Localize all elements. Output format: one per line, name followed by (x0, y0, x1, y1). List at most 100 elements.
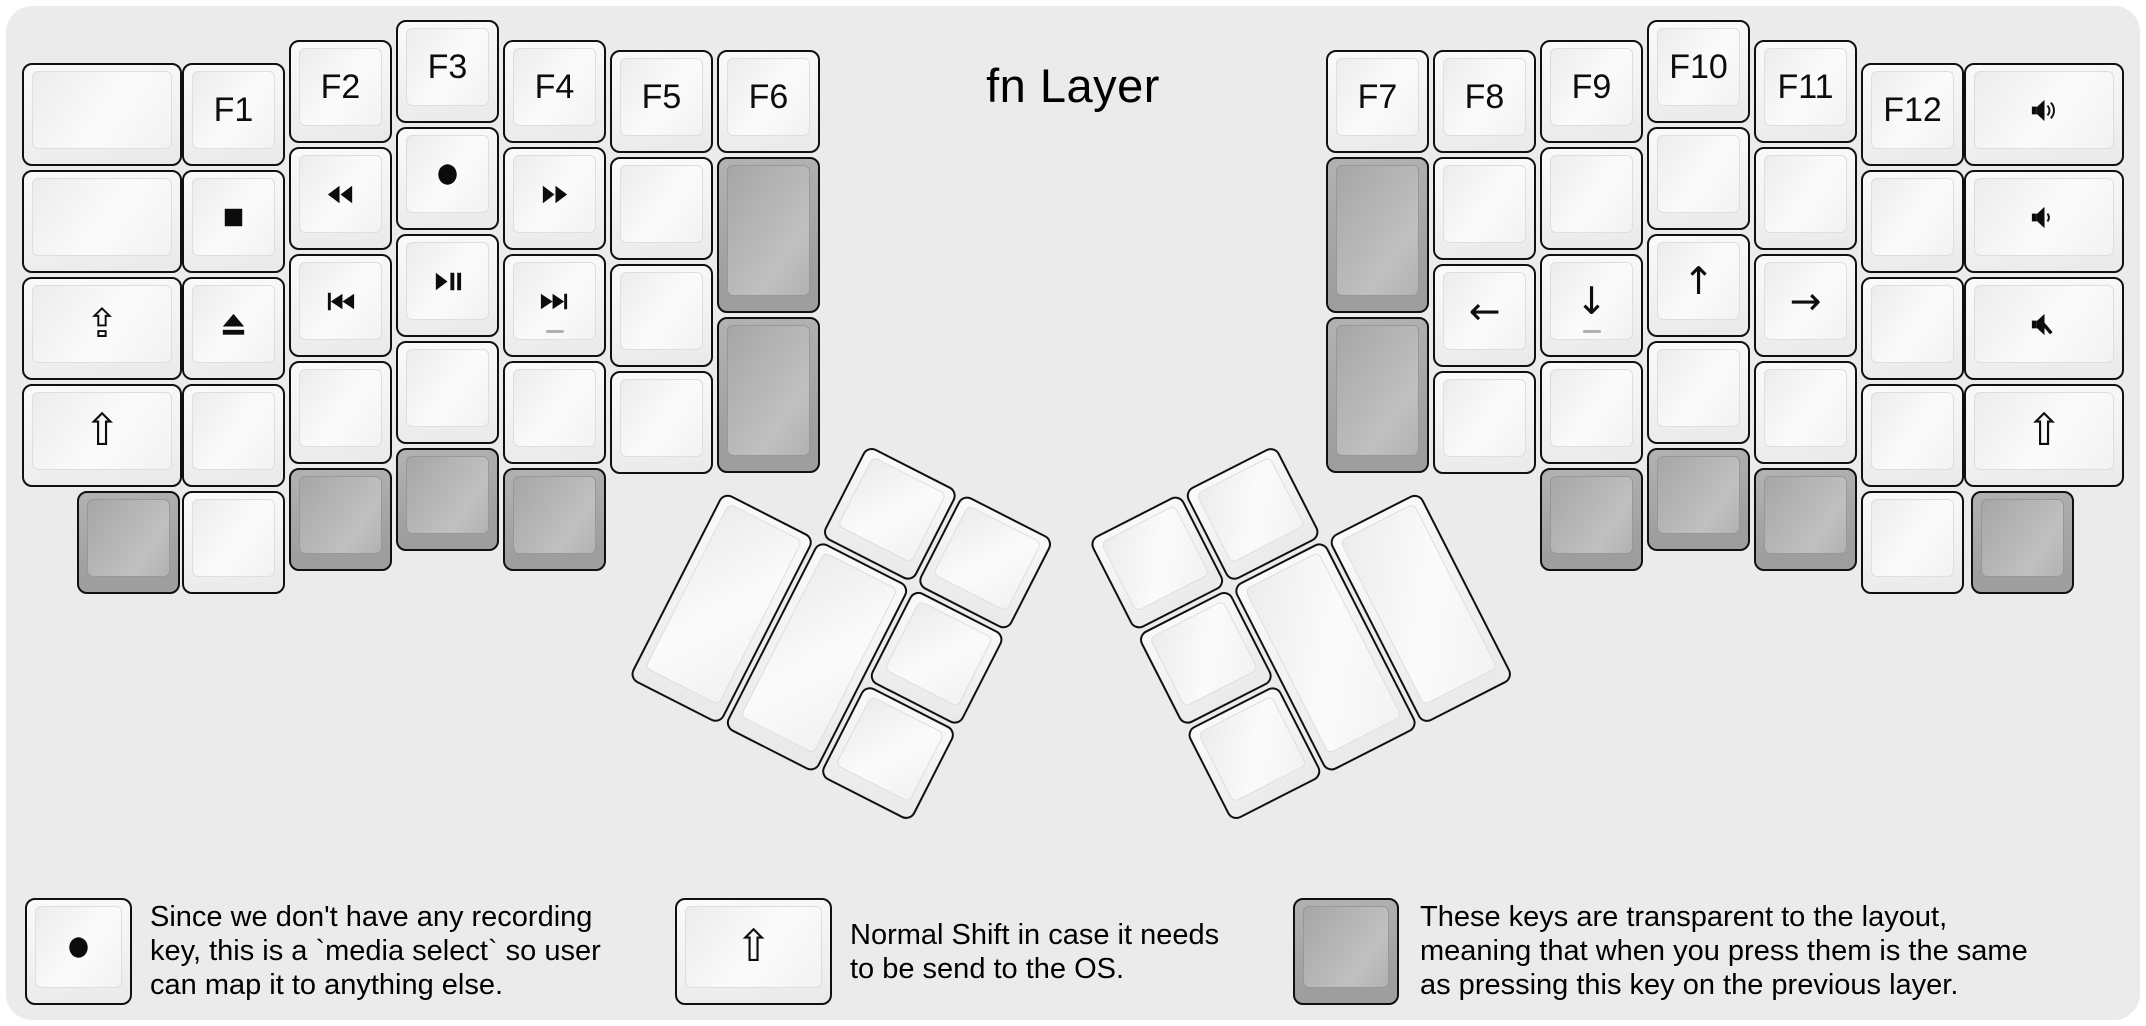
keycap-top: ⇧ (1974, 392, 2114, 470)
key-blank[interactable] (1861, 491, 1964, 594)
key-transparent[interactable] (1540, 468, 1643, 571)
key-blank[interactable] (1647, 341, 1750, 444)
keycap-top (1550, 476, 1633, 554)
keycap-top (1657, 349, 1740, 427)
key-f7[interactable]: F7 (1326, 50, 1429, 153)
key-volume-up[interactable] (1964, 63, 2124, 166)
key-transparent[interactable] (396, 448, 499, 551)
homing-bar (545, 330, 564, 333)
key-blank[interactable] (182, 384, 285, 487)
keycap-top (727, 165, 810, 296)
keycap-top: F4 (513, 48, 596, 126)
key-blank[interactable] (396, 341, 499, 444)
key-f9[interactable]: F9 (1540, 40, 1643, 143)
keycap-top: F11 (1764, 48, 1847, 126)
key-f2[interactable]: F2 (289, 40, 392, 143)
key-transparent[interactable] (1647, 448, 1750, 551)
key-arrow-right[interactable]: → (1754, 254, 1857, 357)
key-blank[interactable] (22, 170, 182, 273)
key-blank[interactable] (289, 361, 392, 464)
fast-forward-icon (542, 185, 568, 203)
keycap-top (32, 178, 172, 256)
key-transparent[interactable] (717, 157, 820, 313)
keycap-top (406, 242, 489, 320)
key-blank[interactable] (1540, 361, 1643, 464)
key-transparent[interactable] (717, 317, 820, 473)
keycap-top: ⇪ (32, 285, 172, 363)
keycap-top (1443, 165, 1526, 243)
key-blank[interactable] (1861, 170, 1964, 273)
key-glyph: → (1789, 279, 1822, 323)
keycap-top (1657, 135, 1740, 213)
key-blank[interactable] (1861, 277, 1964, 380)
key-f12[interactable]: F12 (1861, 63, 1964, 166)
key-transparent[interactable] (77, 491, 180, 594)
keycap-top (1657, 456, 1740, 534)
key-blank[interactable] (610, 371, 713, 474)
key-shift-right[interactable]: ⇧ (1964, 384, 2124, 487)
key-f8[interactable]: F8 (1433, 50, 1536, 153)
key-blank[interactable] (1861, 384, 1964, 487)
legend-record-text: Since we don't have any recording key, t… (150, 901, 601, 1001)
keycap-top: ⇧ (685, 906, 822, 988)
key-next-track[interactable] (503, 254, 606, 357)
key-transparent[interactable] (289, 468, 392, 571)
legend-shift-text: Normal Shift in case it needs to be send… (850, 919, 1220, 985)
key-blank[interactable] (610, 264, 713, 367)
keycap-top (727, 325, 810, 456)
key-transparent[interactable] (1754, 468, 1857, 571)
key-transparent[interactable] (1326, 157, 1429, 313)
keycap-top (406, 135, 489, 213)
key-f1[interactable]: F1 (182, 63, 285, 166)
key-shift-left[interactable]: ⇧ (22, 384, 182, 487)
key-blank[interactable] (182, 491, 285, 594)
key-blank[interactable] (1433, 371, 1536, 474)
prev-track-icon (327, 292, 355, 310)
key-blank[interactable] (503, 361, 606, 464)
key-arrow-up[interactable]: ↑ (1647, 234, 1750, 337)
keycap-top (192, 499, 275, 577)
key-f4[interactable]: F4 (503, 40, 606, 143)
play-pause-icon (435, 272, 462, 290)
key-prev-track[interactable] (289, 254, 392, 357)
key-blank[interactable] (1754, 147, 1857, 250)
keycap-top (299, 369, 382, 447)
key-transparent[interactable] (1326, 317, 1429, 473)
key-blank[interactable] (1540, 147, 1643, 250)
keycap-top (32, 71, 172, 149)
key-eject[interactable] (182, 277, 285, 380)
key-arrow-left[interactable]: ← (1433, 264, 1536, 367)
key-f3[interactable]: F3 (396, 20, 499, 123)
key-blank[interactable] (22, 63, 182, 166)
key-stop[interactable] (182, 170, 285, 273)
key-fast-forward[interactable] (503, 147, 606, 250)
key-transparent[interactable] (1971, 491, 2074, 594)
key-glyph: ⇧ (735, 921, 772, 972)
key-arrow-down[interactable]: ↓ (1540, 254, 1643, 357)
key-f6[interactable]: F6 (717, 50, 820, 153)
key-blank[interactable] (1647, 127, 1750, 230)
key-blank[interactable] (1433, 157, 1536, 260)
key-label: F11 (1777, 67, 1834, 106)
key-volume-down[interactable] (1964, 170, 2124, 273)
rewind-icon (327, 185, 353, 203)
keycap-top: ← (1443, 272, 1526, 350)
keycap-top (513, 476, 596, 554)
key-label: F7 (1357, 77, 1398, 116)
record-icon (438, 163, 457, 185)
key-rewind[interactable] (289, 147, 392, 250)
key-mute[interactable] (1964, 277, 2124, 380)
key-f5[interactable]: F5 (610, 50, 713, 153)
key-blank[interactable] (610, 157, 713, 260)
keycap-top: ↑ (1657, 242, 1740, 320)
key-play-pause[interactable] (396, 234, 499, 337)
keycap-top (620, 165, 703, 243)
key-f10[interactable]: F10 (1647, 20, 1750, 123)
key-blank[interactable] (1754, 361, 1857, 464)
key-f11[interactable]: F11 (1754, 40, 1857, 143)
key-transparent[interactable] (503, 468, 606, 571)
key-label: F4 (534, 67, 575, 106)
key-caps-lock[interactable]: ⇪ (22, 277, 182, 380)
keycap-top: ⇧ (32, 392, 172, 470)
key-record[interactable] (396, 127, 499, 230)
